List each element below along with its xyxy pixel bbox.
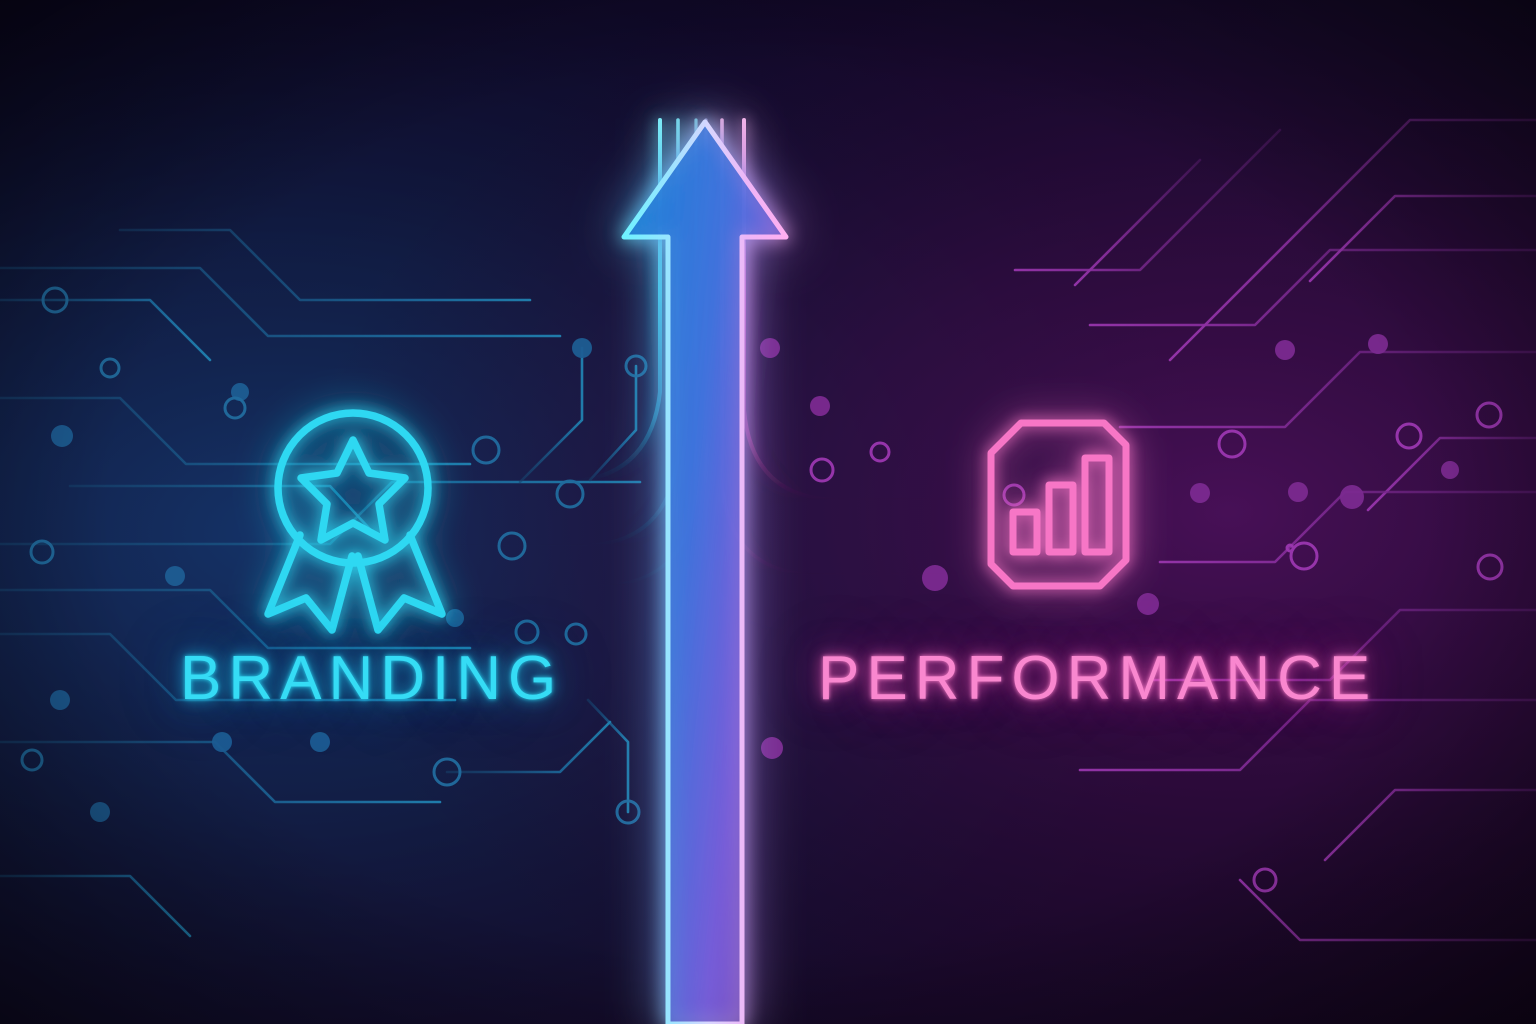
- chart-bar-large: [1081, 454, 1113, 556]
- upward-growth-arrow: [621, 119, 789, 1024]
- branding-label: BRANDING: [180, 644, 564, 713]
- chart-bar-small: [1009, 508, 1041, 556]
- chart-document-frame: [987, 419, 1130, 590]
- chart-bar-medium: [1045, 481, 1077, 556]
- badge-star: [297, 436, 409, 544]
- performance-label: PERFORMANCE: [818, 644, 1378, 713]
- badge-ribbon-right: [354, 531, 446, 634]
- bar-chart-document-icon: [987, 419, 1130, 590]
- arrow-shape: [621, 119, 789, 1024]
- badge-ribbon-left: [264, 531, 356, 634]
- badge-circle: [274, 409, 432, 567]
- branding-flow-lines: [398, 118, 698, 588]
- award-badge-icon: [264, 409, 446, 634]
